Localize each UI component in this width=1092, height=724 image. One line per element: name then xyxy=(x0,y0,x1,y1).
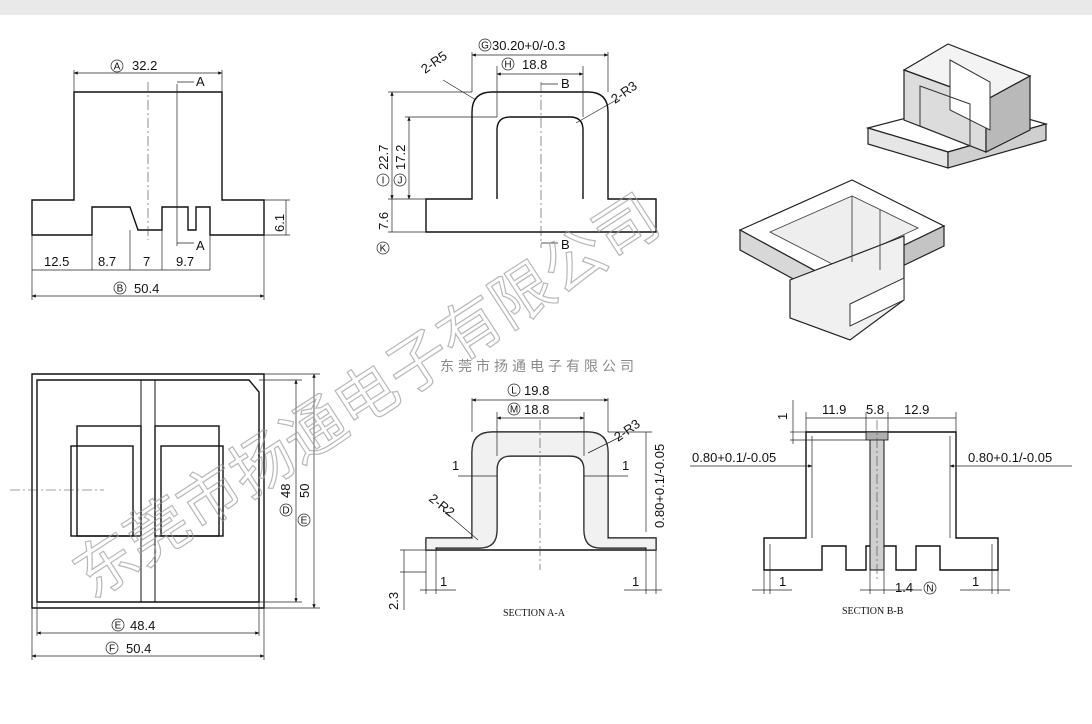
dim-7-6: 7.6 xyxy=(376,212,391,230)
top-view: 48 D 50 E E 48.4 F 50.4 xyxy=(10,373,320,660)
letter-b: B xyxy=(117,284,124,295)
letter-l: L xyxy=(511,386,517,397)
front-view: A 32.2 A A 6.1 12.5 8.7 7 9.7 B 50.4 xyxy=(31,58,290,300)
circle-a xyxy=(110,59,124,73)
dim-wall-0-80-right: 0.80+0.1/-0.05 xyxy=(968,450,1052,465)
label-2-r2: 2-R2 xyxy=(426,491,457,520)
circle-k xyxy=(376,241,390,255)
render-3d-lower xyxy=(738,179,946,341)
dim-1-upper-left: 1 xyxy=(452,458,459,473)
dim-50-4-top: 50.4 xyxy=(134,281,159,296)
dim-6-1: 6.1 xyxy=(272,214,287,232)
dim-48-4: 48.4 xyxy=(130,618,155,633)
letter-j: J xyxy=(398,176,403,187)
dim-12-5: 12.5 xyxy=(44,254,69,269)
letter-h: H xyxy=(504,60,511,71)
letter-n: N xyxy=(926,584,933,595)
letter-g: G xyxy=(481,41,489,52)
section-a-inner xyxy=(435,455,647,550)
circle-n xyxy=(923,581,937,595)
circle-d xyxy=(279,503,293,517)
dim-wall-0-80-left: 0.80+0.1/-0.05 xyxy=(692,450,776,465)
dim-18-8-side: 18.8 xyxy=(522,57,547,72)
dim-5-8: 5.8 xyxy=(866,402,884,417)
dim-17-2: 17.2 xyxy=(393,145,408,170)
dim-12-9: 12.9 xyxy=(904,402,929,417)
dim-1-lower-right: 1 xyxy=(632,574,639,589)
section-a-outer xyxy=(425,431,657,551)
dim-18-8-section: 18.8 xyxy=(524,402,549,417)
dim-2-3: 2.3 xyxy=(386,592,401,610)
dim-30-20: 30.20+0/-0.3 xyxy=(492,38,565,53)
top-view-window-left xyxy=(70,445,134,537)
dim-32-2: 32.2 xyxy=(132,58,157,73)
circle-m xyxy=(507,402,521,416)
circle-e xyxy=(111,618,125,632)
circle-f xyxy=(105,641,119,655)
letter-m: M xyxy=(510,405,518,416)
caption-section-a: SECTION A-A xyxy=(503,608,566,619)
circle-b xyxy=(113,281,127,295)
dim-22-7: 22.7 xyxy=(376,145,391,170)
dim-7: 7 xyxy=(143,254,150,269)
section-a-mark-bottom: A xyxy=(196,238,205,253)
caption-section-b: SECTION B-B xyxy=(842,606,904,617)
dim-8-7: 8.7 xyxy=(98,254,116,269)
dim-50-4-bottom: 50.4 xyxy=(126,641,151,656)
label-2-r3-side: 2-R3 xyxy=(608,78,640,106)
label-2-r5: 2-R5 xyxy=(418,48,450,76)
letter-k: K xyxy=(380,244,387,255)
section-b-mark-bottom: B xyxy=(561,237,570,252)
dim-1-4: 1.4 xyxy=(895,580,913,595)
top-strip xyxy=(0,0,1092,15)
circle-l xyxy=(507,383,521,397)
circle-g xyxy=(478,38,492,52)
section-b-mark-top: B xyxy=(561,76,570,91)
dim-wall-0-80-section-a: 0.80+0.1/-0.05 xyxy=(652,444,667,528)
section-a-mark-top: A xyxy=(196,74,205,89)
circle-h xyxy=(501,57,515,71)
circle-i xyxy=(376,173,390,187)
section-b-view: 11.9 5.8 12.9 1 0.80+0.1/-0.05 0.80+0.1/… xyxy=(690,400,1072,617)
letter-e-right: E xyxy=(301,516,308,527)
letter-i: I xyxy=(382,176,385,187)
dim-9-7: 9.7 xyxy=(176,254,194,269)
front-view-outline xyxy=(31,91,265,236)
dim-1-upper-right: 1 xyxy=(622,458,629,473)
section-a-view: L 19.8 M 18.8 2-R3 2-R2 1 1 0.80+0.1/-0.… xyxy=(386,383,667,619)
watermark-large: 东莞市扬通电子有限公司 xyxy=(60,180,672,613)
watermark-small: 东莞市扬通电子有限公司 xyxy=(440,358,638,375)
top-view-window-right xyxy=(160,445,224,537)
side-view-outline xyxy=(425,91,657,233)
letter-d: D xyxy=(282,506,289,517)
dim-50: 50 xyxy=(297,484,312,498)
letter-a: A xyxy=(114,62,121,73)
section-b-outer xyxy=(763,431,999,571)
letter-f: F xyxy=(109,644,115,655)
dim-48: 48 xyxy=(278,484,293,498)
dim-1-bottom-right: 1 xyxy=(972,574,979,589)
dim-19-8: 19.8 xyxy=(524,383,549,398)
letter-e: E xyxy=(115,621,122,632)
label-2-r3-section: 2-R3 xyxy=(611,416,643,444)
dim-11-9: 11.9 xyxy=(822,402,846,417)
dim-1-lower-left: 1 xyxy=(440,574,447,589)
dim-1-bottom-left: 1 xyxy=(779,574,786,589)
render-3d-upper xyxy=(865,43,1049,169)
top-view-inner xyxy=(36,379,260,603)
circle-e-right xyxy=(297,513,311,527)
dim-1-top: 1 xyxy=(775,413,790,420)
circle-j xyxy=(393,173,407,187)
side-view-inner xyxy=(496,116,584,199)
